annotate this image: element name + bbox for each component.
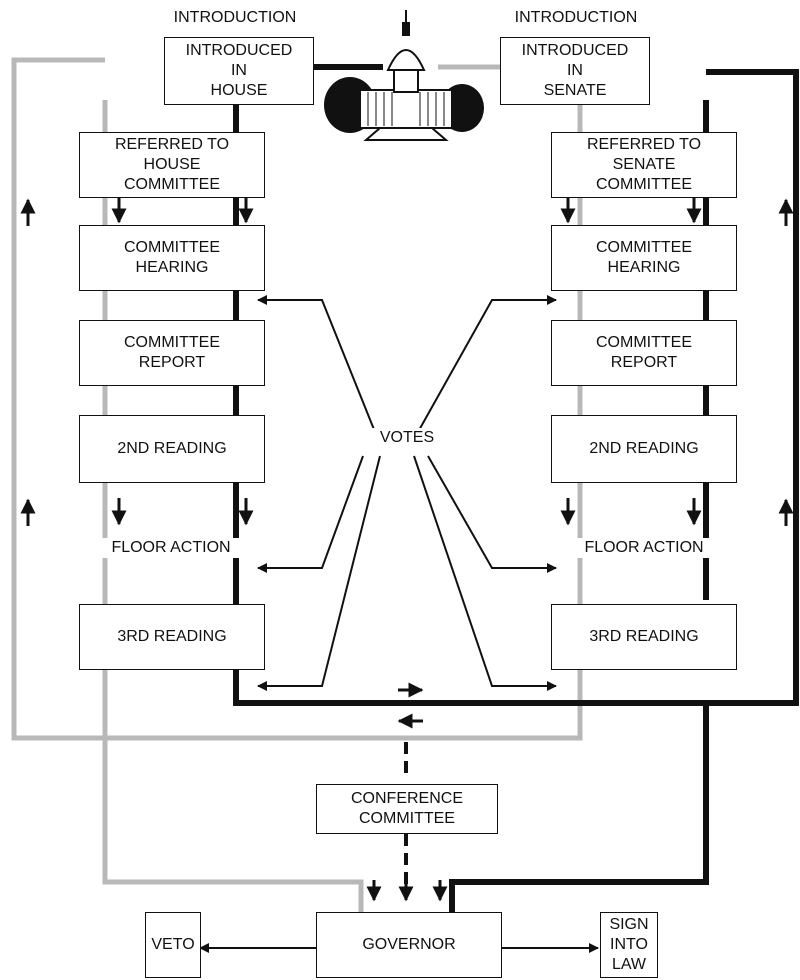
house-committee-report-box: COMMITTEE REPORT [79, 320, 265, 386]
house-committee-hearing-box: COMMITTEE HEARING [79, 225, 265, 291]
house-3rd-reading-box: 3RD READING [79, 604, 265, 670]
introduced-in-senate-box: INTRODUCED IN SENATE [500, 37, 650, 105]
referred-to-senate-committee-box: REFERRED TO SENATE COMMITTEE [551, 132, 737, 198]
veto-box: VETO [145, 912, 201, 978]
house-introduction-heading: INTRODUCTION [173, 9, 297, 26]
referred-to-house-committee-box: REFERRED TO HOUSE COMMITTEE [79, 132, 265, 198]
sign-into-law-box: SIGN INTO LAW [600, 912, 658, 978]
governor-box: GOVERNOR [316, 912, 502, 978]
votes-label: VOTES [366, 428, 448, 448]
house-2nd-reading-box: 2ND READING [79, 415, 265, 483]
senate-3rd-reading-box: 3RD READING [551, 604, 737, 670]
senate-2nd-reading-box: 2ND READING [551, 415, 737, 483]
conference-committee-box: CONFERENCE COMMITTEE [316, 784, 498, 834]
introduced-in-house-box: INTRODUCED IN HOUSE [164, 37, 314, 105]
senate-introduction-heading: INTRODUCTION [514, 9, 638, 26]
senate-floor-action-label: FLOOR ACTION [567, 538, 721, 558]
senate-committee-report-box: COMMITTEE REPORT [551, 320, 737, 386]
senate-committee-hearing-box: COMMITTEE HEARING [551, 225, 737, 291]
house-floor-action-label: FLOOR ACTION [94, 538, 248, 558]
capitol-building-icon [324, 10, 484, 141]
